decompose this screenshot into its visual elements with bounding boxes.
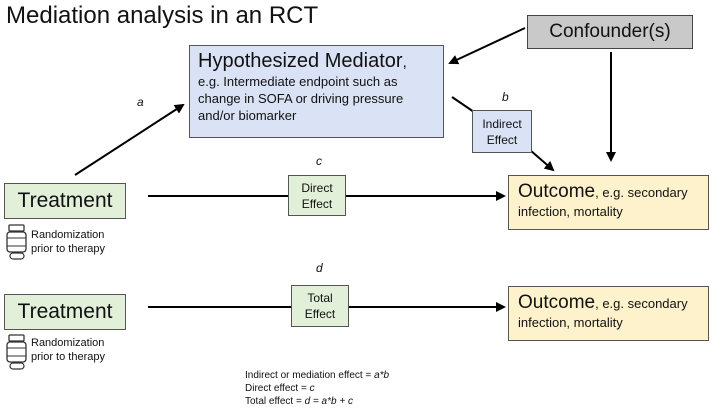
- total-effect-line-2: Effect: [304, 307, 336, 321]
- treatment-box-1: Treatment: [4, 183, 126, 219]
- indirect-effect-line-1: Indirect: [482, 116, 522, 131]
- total-effect-line-1: Total: [307, 291, 333, 305]
- mediator-line-2: change in SOFA or driving pressure: [198, 91, 404, 106]
- outcome-example: , e.g. secondary: [595, 296, 688, 311]
- pill-icon: [9, 362, 25, 370]
- randomization-line-2: prior to therapy: [31, 243, 105, 255]
- formula-total: Total effect = d = a*b + c: [245, 396, 353, 407]
- mediator-title-suffix: ,: [402, 54, 407, 71]
- path-label-d: d: [316, 261, 323, 275]
- indirect-effect-line-2: Effect: [486, 132, 518, 147]
- direct-effect-box: Direct Effect: [288, 175, 346, 216]
- formula-legend: Indirect or mediation effect = a*b Direc…: [245, 369, 389, 408]
- mediator-box: Hypothesized Mediator, e.g. Intermediate…: [189, 45, 444, 138]
- mediator-title: Hypothesized Mediator: [198, 50, 403, 72]
- arrow-confounder-to-mediator: [448, 27, 526, 65]
- mediator-line-1: e.g. Intermediate endpoint such as: [198, 74, 398, 89]
- formula-direct: Direct effect = c: [245, 383, 315, 394]
- outcome-title: Outcome: [518, 292, 596, 313]
- medicine-bottle-icon: [6, 224, 27, 260]
- outcome-example: , e.g. secondary: [595, 185, 688, 200]
- randomization-note-1: Randomization prior to therapy: [31, 228, 105, 256]
- outcome-box-1: Outcome, e.g. secondary infection, morta…: [508, 175, 709, 230]
- randomization-line-1: Randomization: [31, 337, 105, 349]
- direct-effect-line-1: Direct: [301, 180, 333, 195]
- formula-indirect: Indirect or mediation effect = a*b: [245, 370, 390, 381]
- total-effect-box: Total Effect: [291, 285, 349, 327]
- randomization-line-1: Randomization: [31, 229, 105, 241]
- arrow-mediator-to-indirect-effect: [451, 96, 475, 113]
- outcome-line-2: infection, mortality: [518, 204, 623, 219]
- direct-effect-line-2: Effect: [301, 196, 333, 211]
- pill-icon: [9, 252, 25, 260]
- arrow-treatment-to-mediator: [74, 103, 185, 176]
- indirect-effect-box: Indirect Effect: [472, 110, 532, 153]
- confounder-box: Confounder(s): [527, 15, 693, 49]
- medicine-bottle-icon: [6, 334, 27, 370]
- path-label-a: a: [137, 95, 144, 109]
- randomization-note-2: Randomization prior to therapy: [31, 336, 105, 364]
- outcome-title: Outcome: [518, 181, 596, 202]
- mediator-line-3: and/or biomarker: [198, 108, 297, 123]
- diagram-title: Mediation analysis in an RCT: [6, 2, 319, 29]
- path-label-b: b: [502, 90, 509, 104]
- outcome-box-2: Outcome, e.g. secondary infection, morta…: [508, 286, 709, 341]
- outcome-line-2: infection, mortality: [518, 315, 623, 330]
- treatment-box-2: Treatment: [4, 294, 126, 330]
- randomization-line-2: prior to therapy: [31, 351, 105, 363]
- arrow-indirect-effect-to-outcome: [529, 149, 555, 172]
- path-label-c: c: [316, 154, 322, 168]
